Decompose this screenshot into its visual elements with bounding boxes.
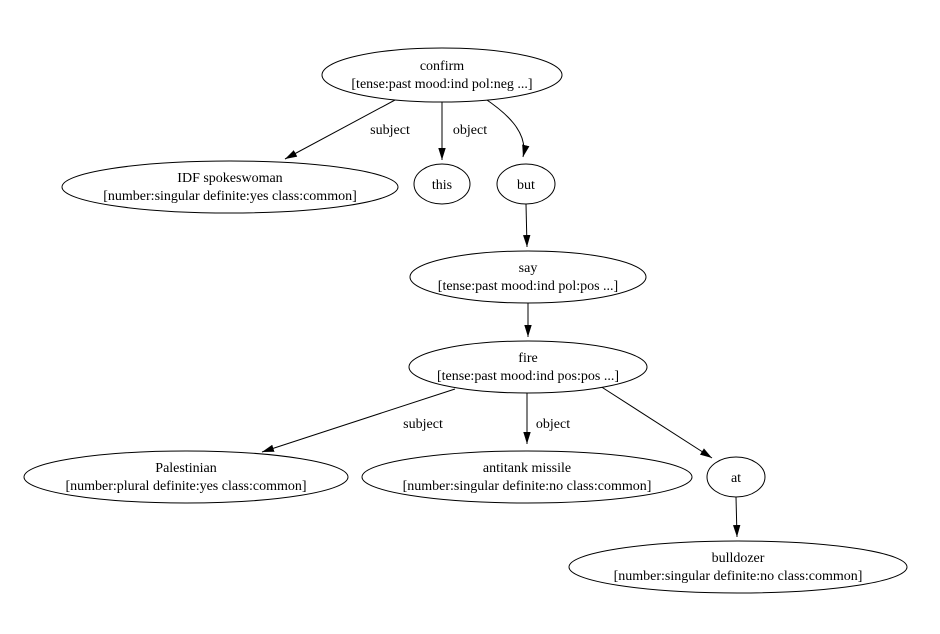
node-confirm-label: confirm [420, 59, 464, 74]
node-confirm: confirm [tense:past mood:ind pol:neg ...… [321, 47, 563, 103]
node-idf-spokeswoman-label: IDF spokeswoman [177, 171, 282, 186]
node-this-ellipse [413, 163, 471, 205]
node-say-label: say [519, 261, 538, 276]
node-bulldozer-label: bulldozer [712, 551, 765, 566]
node-say-features: [tense:past mood:ind pol:pos ...] [438, 279, 618, 294]
edge-label-fire-subject: subject [403, 417, 443, 432]
node-palestinian-features: [number:plural definite:yes class:common… [65, 479, 306, 494]
edge-but-say [523, 203, 531, 248]
node-this-label: this [432, 178, 452, 193]
node-idf-spokeswoman-ellipse [61, 160, 399, 214]
edge-label-confirm-object: object [453, 123, 487, 138]
node-idf-spokeswoman: IDF spokeswoman [number:singular definit… [61, 160, 399, 214]
node-fire: fire [tense:past mood:ind pos:pos ...] [408, 340, 648, 394]
node-but-label: but [517, 178, 535, 193]
edge-confirm-idf-spokeswoman [284, 99, 396, 160]
node-fire-ellipse [408, 340, 648, 394]
edge-label-confirm-subject: subject [370, 123, 410, 138]
node-palestinian: Palestinian [number:plural definite:yes … [23, 450, 349, 504]
node-at: at [706, 456, 766, 498]
node-bulldozer: bulldozer [number:singular definite:no c… [568, 540, 908, 594]
edges [261, 97, 741, 538]
edge-confirm-but [483, 97, 530, 158]
node-confirm-features: [tense:past mood:ind pol:neg ...] [351, 77, 532, 92]
node-at-label: at [731, 471, 741, 486]
node-but: but [496, 163, 556, 205]
node-at-ellipse [706, 456, 766, 498]
node-antitank-missile-ellipse [361, 450, 693, 504]
node-bulldozer-ellipse [568, 540, 908, 594]
node-palestinian-label: Palestinian [155, 461, 216, 476]
node-bulldozer-features: [number:singular definite:no class:commo… [614, 569, 863, 584]
node-antitank-missile-label: antitank missile [483, 461, 571, 476]
edge-fire-palestinian [261, 388, 456, 453]
node-confirm-ellipse [321, 47, 563, 103]
node-antitank-missile-features: [number:singular definite:no class:commo… [403, 479, 652, 494]
node-palestinian-ellipse [23, 450, 349, 504]
node-but-ellipse [496, 163, 556, 205]
node-antitank-missile: antitank missile [number:singular defini… [361, 450, 693, 504]
edge-fire-at [599, 385, 713, 459]
node-fire-features: [tense:past mood:ind pos:pos ...] [437, 369, 619, 384]
edge-at-bulldozer [733, 496, 741, 538]
node-this: this [413, 163, 471, 205]
node-say: say [tense:past mood:ind pol:pos ...] [409, 250, 647, 304]
edge-label-fire-object: object [536, 417, 570, 432]
node-fire-label: fire [518, 351, 537, 366]
node-say-ellipse [409, 250, 647, 304]
edge-labels: subject object subject object [370, 123, 570, 432]
nodes: confirm [tense:past mood:ind pol:neg ...… [23, 47, 908, 594]
node-idf-spokeswoman-features: [number:singular definite:yes class:comm… [103, 189, 357, 204]
